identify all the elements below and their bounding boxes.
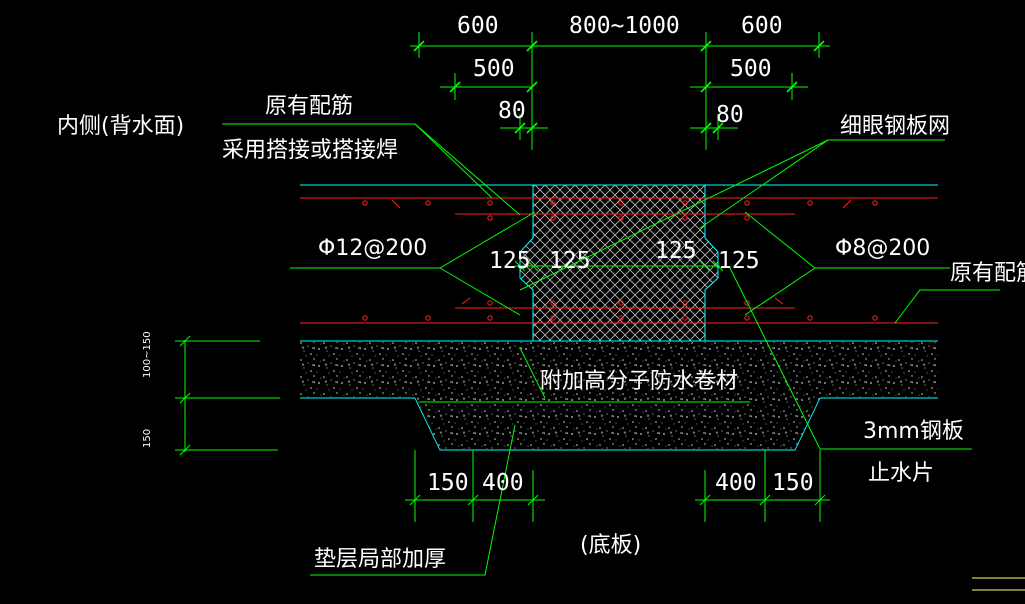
dim-inner-125-a: 125 (489, 248, 531, 274)
post-cast-strip (519, 184, 719, 342)
label-waterstop: 止水片 (868, 461, 934, 486)
label-rebar-phi12: Φ12@200 (318, 236, 427, 261)
label-lap-weld: 采用搭接或搭接焊 (222, 138, 398, 163)
dim-side-150: 150 (142, 429, 153, 448)
dim-left-500: 500 (473, 56, 515, 82)
slab-outline (300, 184, 938, 451)
rebar-lines (300, 197, 938, 324)
label-inner-side: 内侧(背水面) (57, 114, 184, 139)
corner-marks (972, 577, 1025, 591)
label-waterproof-membrane: 附加高分子防水卷材 (540, 369, 738, 394)
top-dimension-ticks (413, 40, 825, 134)
left-dimension-lines (175, 335, 280, 456)
dim-left-80: 80 (498, 98, 526, 124)
dim-bottom-right-150: 150 (772, 470, 814, 496)
rebar-lap-ticks (391, 199, 852, 305)
top-dimension-lines (410, 32, 830, 150)
label-steel-plate: 3mm钢板 (863, 419, 964, 444)
leader-lines (222, 123, 1000, 576)
label-existing-rebar: 原有配筋 (265, 94, 353, 119)
dim-inner-125-b: 125 (549, 248, 591, 274)
rebar-dots-lower (362, 300, 878, 321)
label-cushion-thicken: 垫层局部加厚 (314, 547, 446, 572)
label-rebar-phi8: Φ8@200 (835, 236, 930, 261)
label-base-slab: (底板) (580, 533, 641, 558)
dim-bottom-right-400: 400 (715, 470, 757, 496)
dim-inner-125-c: 125 (655, 238, 697, 264)
dim-inner-125-d: 125 (718, 248, 760, 274)
rebar-dots-upper (362, 200, 878, 221)
dim-side-100-150: 100~150 (142, 331, 153, 378)
inner-dimension-lines (514, 260, 724, 272)
bottom-dimension-lines (405, 450, 830, 522)
dim-top-left-600: 600 (457, 13, 499, 39)
dim-right-500: 500 (730, 56, 772, 82)
label-existing-rebar-connect: 原有配筋连 (950, 261, 1025, 286)
label-fine-mesh: 细眼钢板网 (840, 114, 950, 139)
dim-top-mid-800-1000: 800~1000 (569, 13, 680, 39)
dim-top-right-600: 600 (741, 13, 783, 39)
cushion-concrete (300, 342, 938, 449)
dim-bottom-left-150: 150 (427, 470, 469, 496)
dim-right-80: 80 (716, 102, 744, 128)
dim-bottom-left-400: 400 (482, 470, 524, 496)
